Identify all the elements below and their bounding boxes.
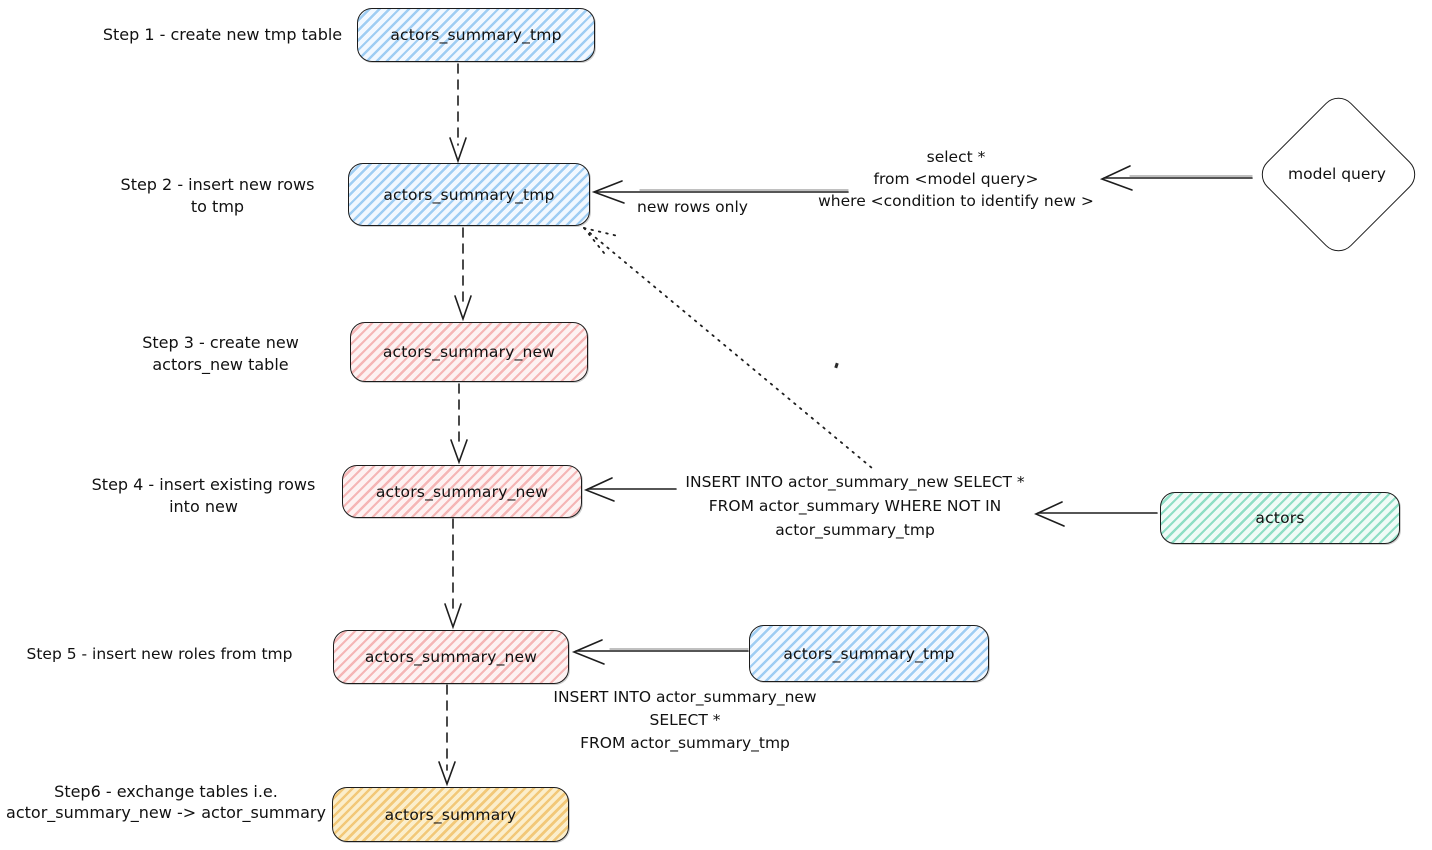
step2-label: Step 2 - insert new rows to tmp xyxy=(110,174,325,218)
node-actors-summary-tmp-source: actors_summary_tmp xyxy=(749,625,989,682)
model-query-sql-line3: where <condition to identify new > xyxy=(818,192,1094,210)
step6-label: Step6 - exchange tables i.e. actor_summa… xyxy=(5,781,327,823)
arrow-step5-to-step6 xyxy=(438,684,456,787)
step4-label-line1: Step 4 - insert existing rows xyxy=(91,475,316,494)
step3-label-line1: Step 3 - create new xyxy=(142,333,299,352)
node-actors-summary-new-step3: actors_summary_new xyxy=(350,322,588,382)
node-actors-summary-step6: actors_summary xyxy=(332,787,569,842)
arrow-step3-to-step4 xyxy=(450,383,468,465)
node-actors-summary-tmp-step2: actors_summary_tmp xyxy=(348,163,590,226)
step3-label-line2: actors_new table xyxy=(152,355,289,374)
arrow-step1-to-step2 xyxy=(449,63,467,164)
step2-label-line1: Step 2 - insert new rows xyxy=(120,175,315,194)
arrow-model-query-to-text xyxy=(1099,165,1253,191)
model-query-sql-line1: select * xyxy=(926,148,986,166)
model-query-diamond-label: model query xyxy=(1288,165,1386,183)
node-actors: actors xyxy=(1160,492,1400,544)
node-actors-summary-tmp-step1: actors_summary_tmp xyxy=(357,8,595,62)
stray-mark xyxy=(834,362,839,369)
new-rows-only-label: new rows only xyxy=(637,198,748,216)
step4-sql-line2: FROM actor_summary WHERE NOT IN xyxy=(708,497,1002,515)
step5-label: Step 5 - insert new roles from tmp xyxy=(26,645,293,663)
step1-label: Step 1 - create new tmp table xyxy=(102,25,343,44)
node-actors-summary-new-step4: actors_summary_new xyxy=(342,465,582,518)
step4-label-line2: into new xyxy=(169,497,238,516)
arrow-step4-text-to-box xyxy=(583,477,677,502)
step4-sql: INSERT INTO actor_summary_new SELECT * F… xyxy=(665,470,1045,542)
step5-sql-line3: FROM actor_summary_tmp xyxy=(580,734,790,752)
step6-label-line2: actor_summary_new -> actor_summary xyxy=(6,803,326,822)
step3-label: Step 3 - create new actors_new table xyxy=(118,332,323,376)
step4-sql-line3: actor_summary_tmp xyxy=(775,521,935,539)
step5-sql-line1: INSERT INTO actor_summary_new xyxy=(553,688,817,706)
node-actors-summary-new-step5: actors_summary_new xyxy=(333,630,569,684)
model-query-sql: select * from <model query> where <condi… xyxy=(806,146,1106,212)
step4-sql-line1: INSERT INTO actor_summary_new SELECT * xyxy=(685,473,1025,491)
arrow-step2-to-step3 xyxy=(454,227,472,322)
arrow-actors-to-step4-text xyxy=(1034,501,1158,527)
step6-label-line1: Step6 - exchange tables i.e. xyxy=(54,782,278,801)
dotted-link-step4-text-to-step2-box xyxy=(583,227,873,469)
step5-sql: INSERT INTO actor_summary_new SELECT * F… xyxy=(525,686,845,755)
model-query-sql-line2: from <model query> xyxy=(873,170,1039,188)
arrow-step4-to-step5 xyxy=(444,518,462,630)
step2-label-line2: to tmp xyxy=(190,197,245,216)
step5-sql-line2: SELECT * xyxy=(649,711,721,729)
arrow-tmp-to-step5-box xyxy=(571,639,749,665)
step4-label: Step 4 - insert existing rows into new xyxy=(86,474,321,518)
